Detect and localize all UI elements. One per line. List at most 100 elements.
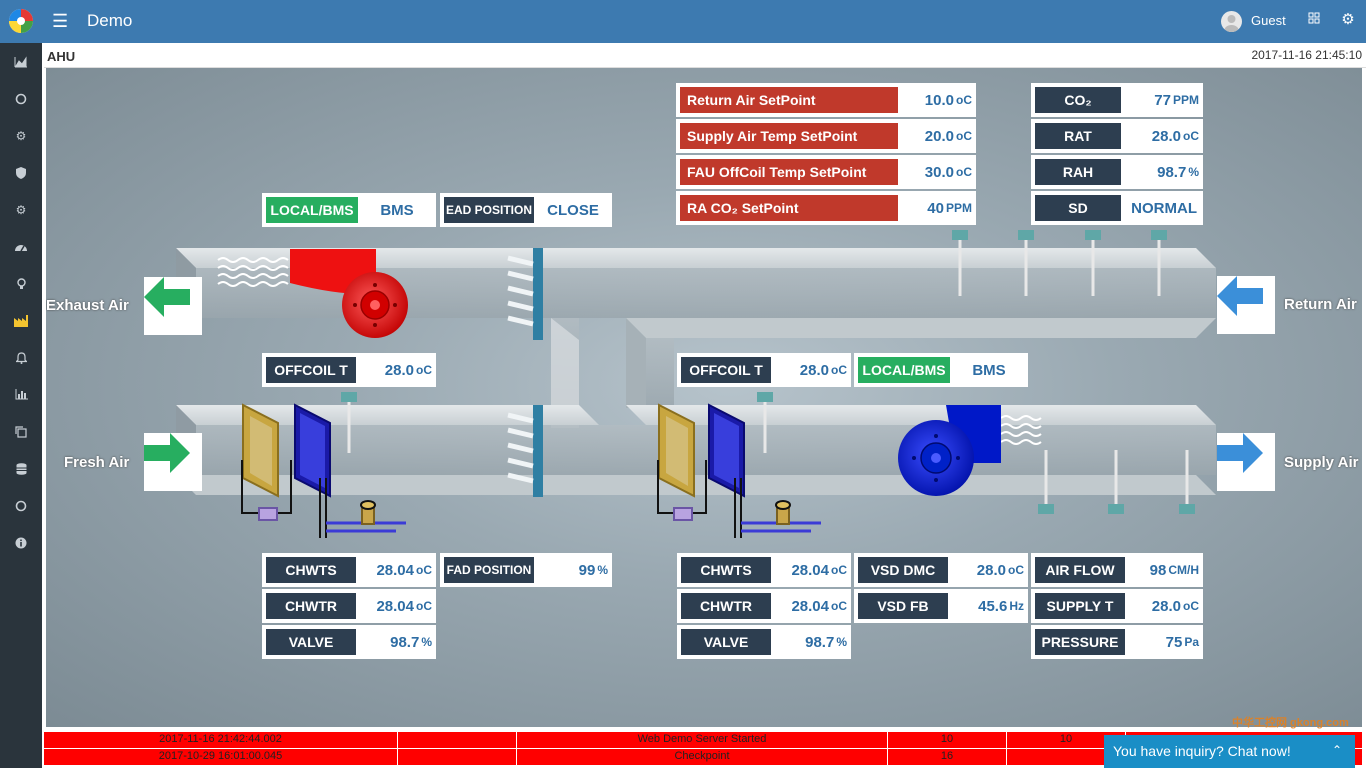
reading-value: NORMAL xyxy=(1131,199,1197,217)
chwtr-label: CHWTR xyxy=(681,593,771,619)
settings-gear-icon[interactable]: ⚙ xyxy=(1341,11,1355,28)
reading-label: RAH xyxy=(1035,159,1121,185)
setpoint-label: FAU OffCoil Temp SetPoint xyxy=(680,159,898,185)
local-bms-label: LOCAL/BMS xyxy=(858,357,950,383)
circle-icon[interactable] xyxy=(0,80,42,117)
sidebar: ⚙ ⚙ xyxy=(0,43,42,768)
arrow-right-icon xyxy=(1217,433,1263,473)
return-air-sensors xyxy=(952,230,1167,296)
chat-widget[interactable]: You have inquiry? Chat now! ⌃ xyxy=(1104,735,1355,768)
vsd-fb-label: VSD FB xyxy=(858,593,948,619)
valve-value: 98.7% xyxy=(805,633,847,651)
info-icon[interactable] xyxy=(0,524,42,561)
chart-area-icon[interactable] xyxy=(0,43,42,80)
copy-icon[interactable] xyxy=(0,413,42,450)
return-air-label: Return Air xyxy=(1284,296,1357,313)
app-logo[interactable] xyxy=(7,7,35,35)
fad-position-label: FAD POSITION xyxy=(444,557,534,583)
offcoil-sensor-fau xyxy=(341,392,357,453)
fau-valve[interactable]: VALVE 98.7% xyxy=(262,625,436,659)
return-air-arrow xyxy=(1217,276,1275,334)
offcoil-sensor-ahu xyxy=(757,392,773,453)
offcoil-label: OFFCOIL T xyxy=(681,357,771,383)
page-timestamp: 2017-11-16 21:45:10 xyxy=(1251,48,1362,62)
event-log: 2017-11-16 21:42:44.002 Web Demo Server … xyxy=(44,732,1362,766)
chwtr-label: CHWTR xyxy=(266,593,356,619)
ead-position-value: CLOSE xyxy=(547,201,599,219)
chat-text: You have inquiry? Chat now! xyxy=(1113,743,1291,759)
avatar[interactable] xyxy=(1221,11,1242,32)
chevron-up-icon[interactable]: ⌃ xyxy=(1331,743,1342,757)
setpoint-label: RA CO₂ SetPoint xyxy=(680,195,898,221)
left-riser-duct xyxy=(551,318,579,428)
grid-icon[interactable] xyxy=(1306,12,1322,30)
ahu-local-bms[interactable]: LOCAL/BMS BMS xyxy=(854,353,1028,387)
user-name[interactable]: Guest xyxy=(1251,13,1286,28)
event-time: 2017-11-16 21:42:44.002 xyxy=(44,732,398,748)
valve-label: VALVE xyxy=(266,629,356,655)
vsd-dmc-label: VSD DMC xyxy=(858,557,948,583)
bar-chart-icon[interactable] xyxy=(0,376,42,413)
dashboard-icon[interactable] xyxy=(0,228,42,265)
setpoint-label: Supply Air Temp SetPoint xyxy=(680,123,898,149)
gear-icon[interactable]: ⚙ xyxy=(15,202,27,217)
supply-waves xyxy=(1000,415,1042,445)
supply-t-label: SUPPLY T xyxy=(1035,593,1125,619)
arrow-right-icon xyxy=(144,433,190,473)
fad-position-value: 99% xyxy=(578,561,608,579)
chwts-label: CHWTS xyxy=(681,557,771,583)
bell-icon[interactable] xyxy=(0,339,42,376)
ahu-cooling-coil xyxy=(708,403,745,498)
event-cell: 10 xyxy=(888,732,1007,748)
fresh-air-damper xyxy=(507,405,543,497)
ead-position[interactable]: EAD POSITION CLOSE xyxy=(440,193,612,227)
cogs-icon[interactable]: ⚙ xyxy=(15,128,27,143)
shield-icon[interactable] xyxy=(0,154,42,191)
factory-icon[interactable] xyxy=(0,302,42,339)
supply-air-sensors xyxy=(1038,450,1195,514)
reading-label: SD xyxy=(1035,195,1121,221)
event-row[interactable]: 2017-10-29 16:01:00.045 Checkpoint 16 xyxy=(44,749,1362,765)
fad-position[interactable]: FAD POSITION 99% xyxy=(440,553,612,587)
event-cell xyxy=(398,732,517,748)
reading-value: 98.7% xyxy=(1157,163,1199,181)
fau-local-bms[interactable]: LOCAL/BMS BMS xyxy=(262,193,436,227)
ahu-valve[interactable]: VALVE 98.7% xyxy=(677,625,851,659)
chwts-label: CHWTS xyxy=(266,557,356,583)
ahu-schematic-svg xyxy=(176,230,1216,538)
event-row[interactable]: 2017-11-16 21:42:44.002 Web Demo Server … xyxy=(44,732,1362,748)
ahu-filter xyxy=(658,403,695,498)
offcoil-label: OFFCOIL T xyxy=(266,357,356,383)
fresh-air-label: Fresh Air xyxy=(64,454,130,471)
supply-air-arrow xyxy=(1217,433,1275,491)
circle-icon[interactable] xyxy=(0,487,42,524)
valve-label: VALVE xyxy=(681,629,771,655)
lightbulb-icon[interactable] xyxy=(0,265,42,302)
local-bms-label: LOCAL/BMS xyxy=(266,197,358,223)
event-time: 2017-10-29 16:01:00.045 xyxy=(44,749,398,765)
airflow-label: AIR FLOW xyxy=(1035,557,1125,583)
setpoint-label: Return Air SetPoint xyxy=(680,87,898,113)
ahu-valve-piping xyxy=(657,460,821,538)
menu-toggle-icon[interactable]: ☰ xyxy=(52,11,69,31)
reading-label: CO₂ xyxy=(1035,87,1121,113)
database-icon[interactable] xyxy=(0,450,42,487)
